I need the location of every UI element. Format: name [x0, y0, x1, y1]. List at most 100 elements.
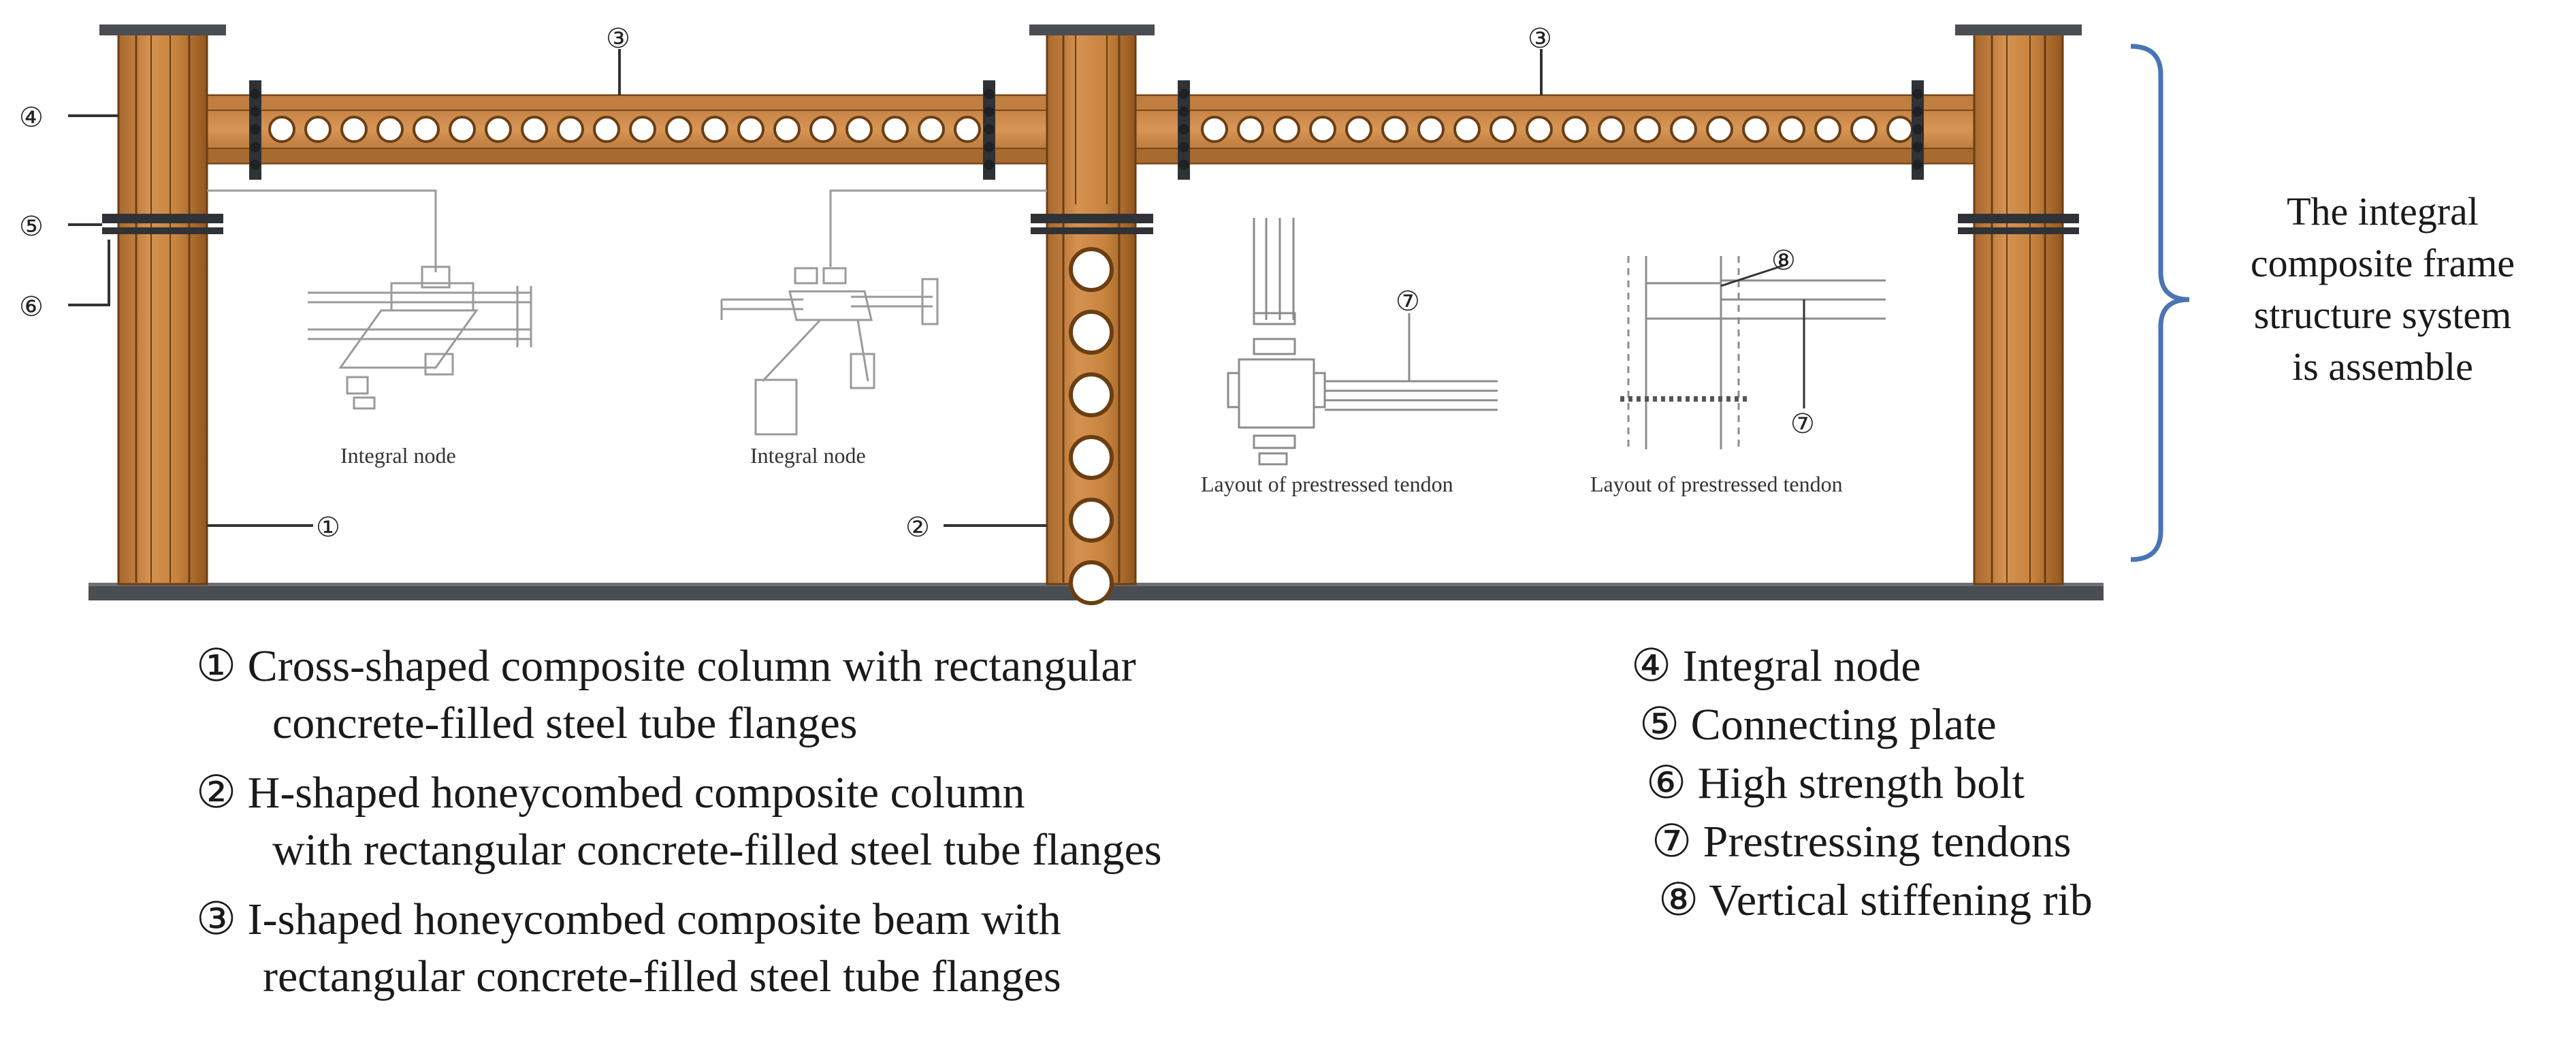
column-web-holes	[1069, 247, 1114, 605]
column-hole	[1069, 498, 1114, 543]
bolt	[984, 159, 995, 170]
beam-hole	[846, 116, 873, 143]
bolt	[250, 88, 261, 99]
callout-5: ⑤	[19, 211, 44, 242]
bolt	[250, 142, 261, 152]
legend-right: ④ Integral node ⑤ Connecting plate ⑥ Hig…	[1631, 641, 2093, 925]
bolt	[1178, 124, 1189, 135]
callout-1: ①	[316, 512, 340, 543]
bolt	[250, 124, 261, 135]
bolt	[984, 88, 995, 99]
beam-hole	[485, 116, 512, 143]
prestressed-tendon-sketch-2	[1620, 256, 1886, 449]
annotation-line: The integral	[2287, 189, 2479, 233]
caption-integral-node-2: Integral node	[750, 443, 866, 468]
assembly-bracket	[2130, 44, 2190, 562]
beam-hole	[665, 116, 692, 143]
legend-item-4: ④ Integral node	[1631, 641, 1921, 691]
beam-hole	[1742, 116, 1769, 143]
beam-hole	[1526, 116, 1553, 143]
bolt	[1178, 88, 1189, 99]
bolt	[250, 106, 261, 117]
legend-left: ① Cross-shaped composite column with rec…	[196, 641, 1162, 1001]
beam-hole	[1850, 116, 1878, 143]
column-cross-shaped-right	[1955, 25, 2082, 585]
bolt	[1912, 88, 1923, 99]
caption-tendon-layout-1: Layout of prestressed tendon	[1201, 472, 1453, 496]
beam-hole	[1381, 116, 1408, 143]
beam-hole	[737, 116, 764, 143]
column-cross-shaped-left	[99, 25, 226, 585]
legend-item-8: ⑧ Vertical stiffening rib	[1658, 875, 2093, 925]
beam-web-holes	[268, 116, 981, 143]
beam-left	[202, 94, 1048, 165]
column-hole	[1069, 435, 1114, 480]
annotation-line: is assemble	[2292, 344, 2473, 389]
beam-hole	[1634, 116, 1661, 143]
beam-hole	[918, 116, 945, 143]
beam-right	[1134, 94, 1981, 165]
annotation-line: structure system	[2254, 293, 2512, 337]
beam-hole	[1309, 116, 1336, 143]
beam-hole	[1417, 116, 1445, 143]
annotation-line: composite frame	[2251, 241, 2515, 285]
beam-hole	[1814, 116, 1841, 143]
callout-7-left: ⑦	[1396, 286, 1420, 317]
beam-hole	[1778, 116, 1805, 143]
legend-item-7: ⑦ Prestressing tendons	[1652, 817, 2071, 867]
column-connecting-plates	[102, 214, 2079, 234]
callout-7-right: ⑦	[1790, 408, 1815, 439]
bolt	[1912, 106, 1923, 117]
beam-hole	[1237, 116, 1264, 143]
callout-4: ④	[19, 102, 44, 133]
callout-2: ②	[905, 512, 930, 543]
beam-hole	[1706, 116, 1733, 143]
column-h-shaped-honeycombed	[1029, 25, 1155, 605]
beam-hole	[773, 116, 801, 143]
beam-hole	[701, 116, 728, 143]
caption-integral-node-1: Integral node	[340, 443, 456, 468]
beam-hole	[629, 116, 656, 143]
high-strength-bolts	[250, 88, 1923, 170]
beam-hole	[304, 116, 332, 143]
beam-hole	[1670, 116, 1697, 143]
beam-hole	[340, 116, 368, 143]
beam-hole	[1345, 116, 1372, 143]
bolt	[1912, 159, 1923, 170]
beam-hole	[1490, 116, 1517, 143]
beam-hole	[521, 116, 548, 143]
bolt	[1912, 124, 1923, 135]
legend-item-1-line-1: ① Cross-shaped composite column with rec…	[196, 641, 1136, 691]
legend-item-3-line-1: ③ I-shaped honeycombed composite beam wi…	[196, 895, 1061, 944]
beam-hole	[882, 116, 909, 143]
bolt	[1178, 106, 1189, 117]
beam-web-holes	[1201, 116, 1914, 143]
legend-item-3-line-2: rectangular concrete-filled steel tube f…	[263, 952, 1061, 1001]
callout-3-left: ③	[606, 23, 630, 54]
beam-hole	[809, 116, 837, 143]
legend-item-1-line-2: concrete-filled steel tube flanges	[272, 698, 857, 748]
legend-item-2-line-1: ② H-shaped honeycombed composite column	[196, 768, 1025, 818]
bolt	[984, 124, 995, 135]
beam-hole	[557, 116, 584, 143]
beam-hole	[1598, 116, 1625, 143]
callout-6: ⑥	[19, 291, 44, 322]
column-hole	[1069, 247, 1114, 292]
callout-8: ⑧	[1771, 245, 1796, 276]
integral-node-sketch-2	[720, 189, 1047, 436]
beam-hole	[593, 116, 620, 143]
beam-hole	[954, 116, 981, 143]
beam-hole	[268, 116, 295, 143]
beam-hole	[1453, 116, 1481, 143]
bolt	[1178, 159, 1189, 170]
bolt	[1912, 142, 1923, 152]
column-hole	[1069, 310, 1114, 355]
callout-3-right: ③	[1528, 23, 1552, 54]
column-hole	[1069, 372, 1114, 417]
assembly-annotation: The integral composite frame structure s…	[2251, 189, 2515, 389]
leader-lines	[68, 49, 1543, 527]
integral-node-sketch-1	[207, 189, 532, 410]
bolt	[1178, 142, 1189, 152]
beam-hole	[413, 116, 440, 143]
